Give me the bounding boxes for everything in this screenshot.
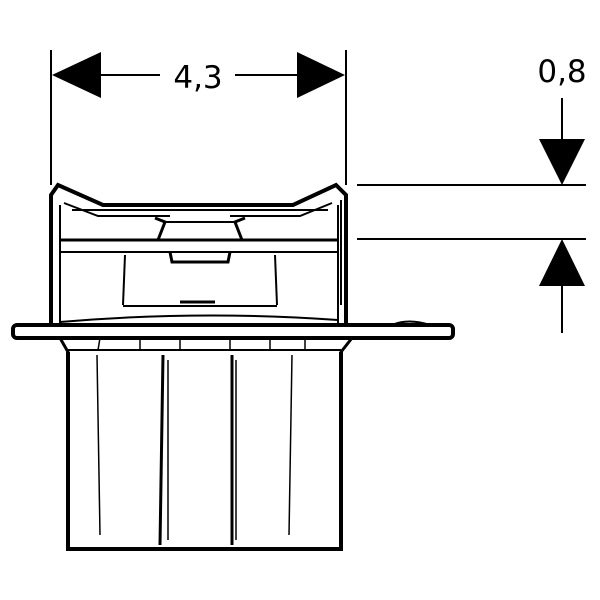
width-dimension-label: 4,3 [173,60,222,96]
height-dimension: 0,8 [357,54,587,333]
body-outline [66,352,343,551]
body-rib-1 [96,354,101,536]
body-rib-2 [158,354,165,546]
latch-tab [168,251,232,264]
height-arrowhead-top [539,139,585,185]
latch-body [122,254,278,306]
cover-outer-profile [49,182,348,325]
flange-plate [11,323,455,340]
width-arrowhead-left [52,52,101,98]
drain-body [66,352,343,551]
height-dimension-label: 0,8 [537,54,586,90]
grate-cover [49,182,348,325]
cover-bevel-right [230,202,333,217]
flange [11,320,455,358]
flange-seal-bump [391,320,431,326]
clip-hook-left [154,216,167,241]
flange-ribs [97,337,306,351]
clip-hook-right [233,216,246,241]
body-rib-6 [288,354,293,536]
part-outline [11,182,455,551]
cover-bevel-left [63,202,170,217]
width-arrowhead-right [297,52,345,98]
cover-bottom-curve [59,314,339,323]
width-dimension: 4,3 [50,50,347,185]
height-arrowhead-bottom [539,239,585,286]
